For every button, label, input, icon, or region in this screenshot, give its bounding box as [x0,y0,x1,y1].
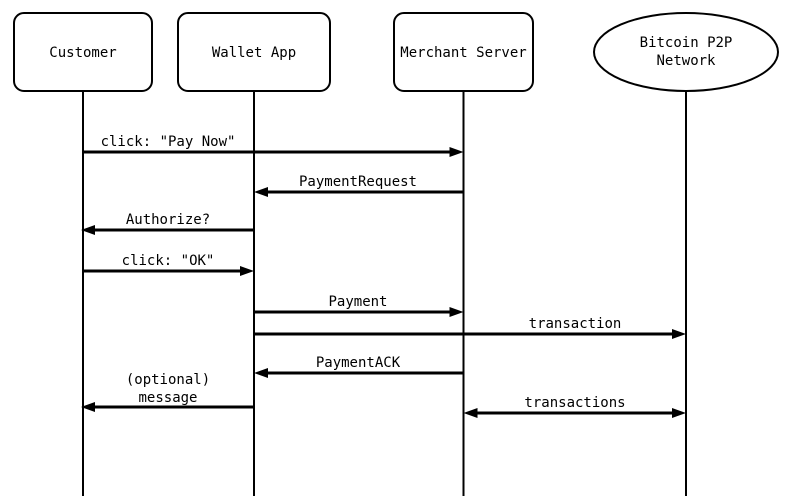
message-click-ok: click: "OK" [83,253,254,276]
message-transactions-label: transactions [524,395,625,411]
bitcoin-network-ellipse [593,12,779,92]
message-click-pay-now-label: click: "Pay Now" [101,134,236,150]
message-click-pay-now-arrowhead-right [449,147,464,157]
actor-merchant-server: Merchant Server [393,12,534,496]
message-payment-request-label: PaymentRequest [299,174,417,190]
message-transaction-label: transaction [529,316,622,332]
message-transaction-arrowhead-right [672,329,686,339]
merchant-server-box [393,12,534,92]
message-payment-ack-arrowhead-left [254,368,268,378]
customer-box [13,12,153,92]
message-click-ok-arrowhead-right [240,266,254,276]
customer-label: Customer [49,45,116,61]
message-click-pay-now: click: "Pay Now" [83,134,464,157]
message-payment: Payment [254,294,464,317]
merchant-server-label: Merchant Server [400,45,526,61]
actor-customer: Customer [13,12,153,496]
message-click-ok-label: click: "OK" [122,253,215,269]
bitcoin-network-label-line1: Bitcoin P2P [640,35,733,51]
message-authorize-arrowhead-left [81,225,95,235]
message-transaction: transaction [254,316,686,339]
message-optional-message: (optional) message [81,372,254,412]
message-optional-message-label-line2: message [138,390,197,406]
message-authorize: Authorize? [81,212,254,235]
message-payment-label: Payment [328,294,387,310]
bitcoin-network-label-line2: Network [656,53,716,69]
message-payment-request: PaymentRequest [254,174,464,197]
message-transactions-arrowhead-right [672,408,686,418]
message-authorize-label: Authorize? [126,212,210,228]
message-payment-arrowhead-right [449,307,464,317]
message-transactions: transactions [463,395,686,418]
message-payment-ack: PaymentACK [254,355,464,378]
actor-bitcoin-p2p-network: Bitcoin P2P Network [593,12,779,496]
wallet-app-box [177,12,331,92]
message-transactions-arrowhead-left [463,408,478,418]
message-payment-request-arrowhead-left [254,187,268,197]
message-optional-message-arrowhead-left [81,402,95,412]
actor-wallet-app: Wallet App [177,12,331,496]
message-optional-message-label-line1: (optional) [126,372,210,388]
message-payment-ack-label: PaymentACK [316,355,401,371]
wallet-app-label: Wallet App [212,45,296,61]
